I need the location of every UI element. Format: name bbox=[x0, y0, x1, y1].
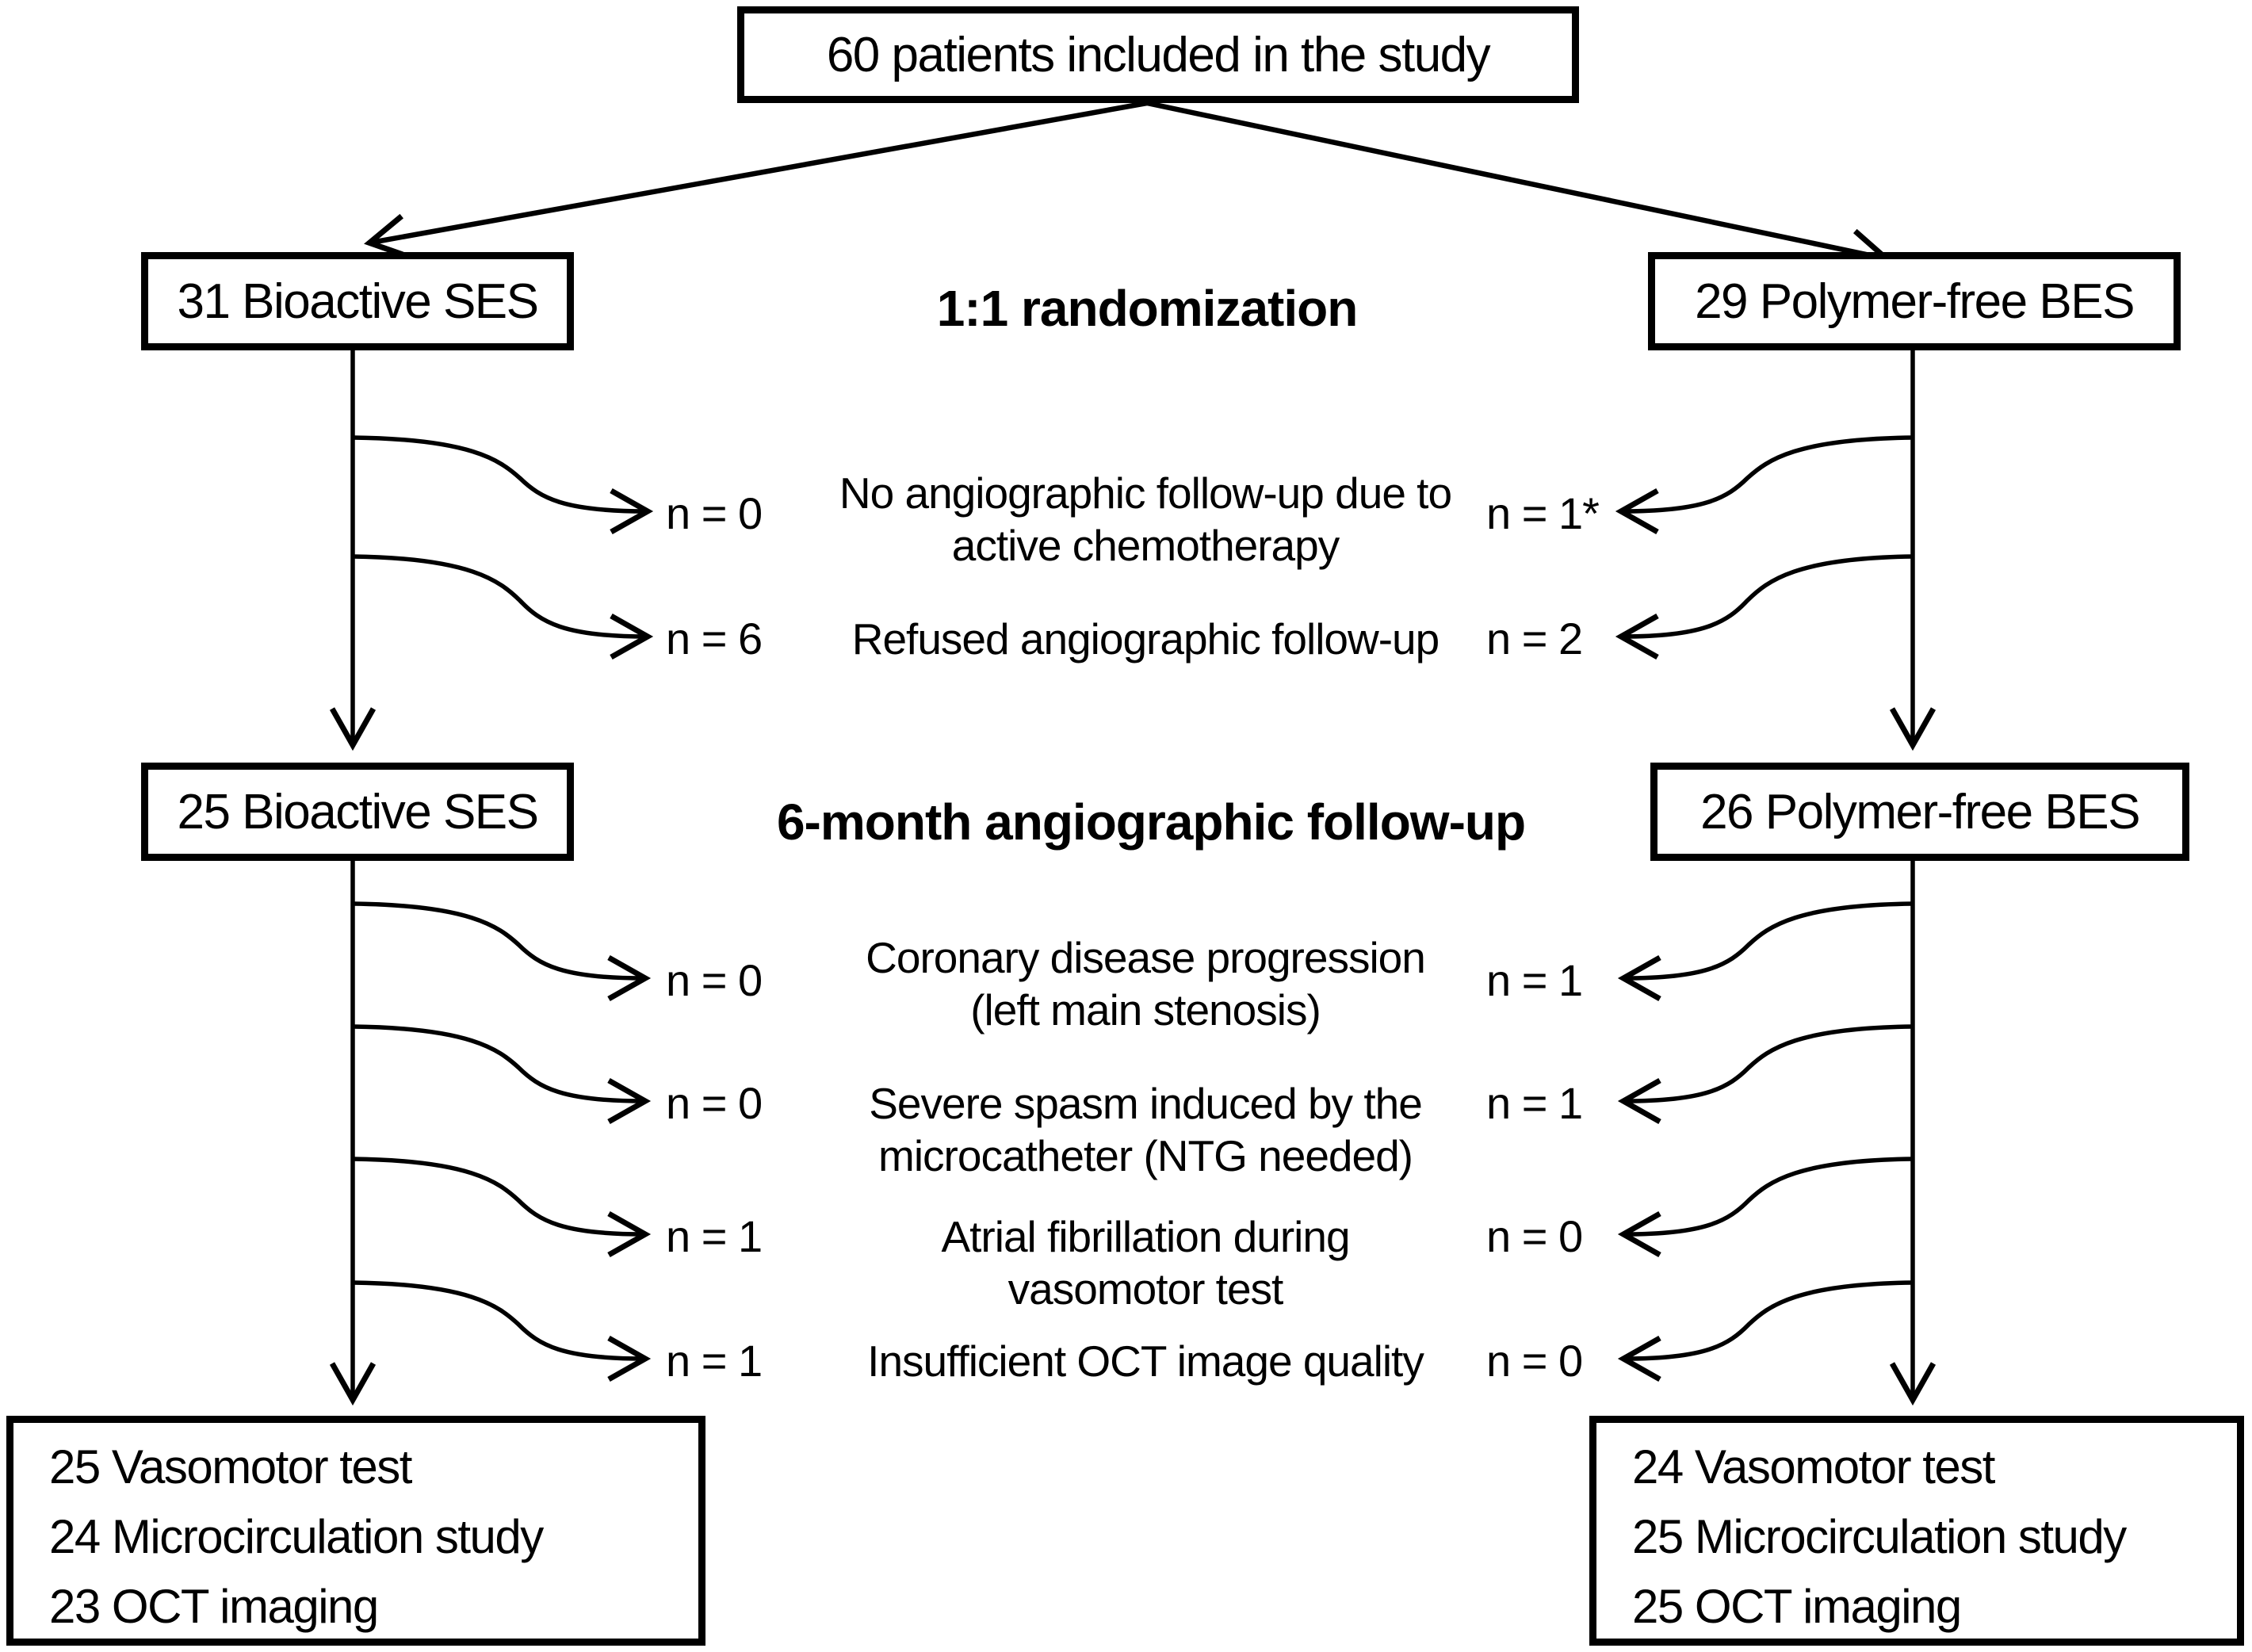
exclusion-reason-line: No angiographic follow-up due to bbox=[839, 468, 1452, 518]
bes-exclusion-count: n = 1 bbox=[1486, 955, 1583, 1005]
exclusion-reason-line: Coronary disease progression bbox=[866, 933, 1426, 982]
curve-ses-excl-5 bbox=[352, 1157, 652, 1258]
ses-exclusion-count: n = 0 bbox=[666, 955, 763, 1005]
exclusion-reason-line: Insufficient OCT image quality bbox=[867, 1337, 1424, 1386]
bes-exclusion-count: n = 0 bbox=[1486, 1336, 1583, 1386]
final-line: 24 Microcirculation study bbox=[49, 1510, 544, 1563]
curve-ses-excl-6 bbox=[352, 1280, 652, 1382]
bes-exclusion-count: n = 1 bbox=[1486, 1078, 1583, 1128]
exclusion-reason: No angiographic follow-up due to active … bbox=[789, 467, 1502, 572]
exclusion-reason-line: Refused angiographic follow-up bbox=[851, 614, 1440, 663]
bes-exclusion-count: n = 2 bbox=[1486, 614, 1583, 663]
arrow-top-to-bes bbox=[1146, 100, 1892, 274]
ses-exclusion-count: n = 1 bbox=[666, 1336, 763, 1386]
curve-bes-excl-3 bbox=[1617, 901, 1914, 1002]
ses-followup-box: 25 Bioactive SES bbox=[141, 763, 574, 861]
ses-exclusion-count: n = 0 bbox=[666, 1078, 763, 1128]
ses-arm-box: 31 Bioactive SES bbox=[141, 252, 574, 350]
curve-bes-excl-4 bbox=[1617, 1024, 1914, 1125]
curve-ses-excl-3 bbox=[352, 901, 652, 1002]
final-line: 25 OCT imaging bbox=[1632, 1580, 1962, 1633]
curve-ses-excl-2 bbox=[352, 554, 654, 660]
curve-bes-excl-6 bbox=[1617, 1280, 1914, 1382]
randomization-label: 1:1 randomization bbox=[936, 280, 1359, 337]
exclusion-reason-line: vasomotor test bbox=[1007, 1264, 1284, 1314]
bes-final-box: 24 Vasomotor test 25 Microcirculation st… bbox=[1589, 1416, 2244, 1646]
ses-final-box: 25 Vasomotor test 24 Microcirculation st… bbox=[6, 1416, 705, 1646]
final-line: 25 Vasomotor test bbox=[49, 1440, 412, 1493]
final-line: 23 OCT imaging bbox=[49, 1580, 379, 1633]
ses-exclusion-count: n = 0 bbox=[666, 488, 763, 538]
study-population-box: 60 patients included in the study bbox=[737, 6, 1579, 103]
bes-arm-box: 29 Polymer-free BES bbox=[1648, 252, 2181, 350]
exclusion-reason-line: Atrial fibrillation during bbox=[941, 1212, 1350, 1261]
final-line: 24 Vasomotor test bbox=[1632, 1440, 1995, 1493]
curve-bes-excl-1 bbox=[1615, 435, 1914, 535]
exclusion-reason: Coronary disease progression (left main … bbox=[789, 931, 1502, 1036]
exclusion-reason-line: active chemotherapy bbox=[951, 521, 1340, 570]
exclusion-reason: Refused angiographic follow-up bbox=[789, 613, 1502, 665]
ses-exclusion-count: n = 1 bbox=[666, 1211, 763, 1261]
followup-label: 6-month angiographic follow-up bbox=[776, 793, 1526, 851]
exclusion-reason-line: Severe spasm induced by the bbox=[869, 1079, 1423, 1128]
bes-followup-box: 26 Polymer-free BES bbox=[1650, 763, 2189, 861]
exclusion-reason-line: microcatheter (NTG needed) bbox=[878, 1131, 1413, 1180]
bes-exclusion-count: n = 1* bbox=[1486, 488, 1600, 538]
exclusion-reason: Severe spasm induced by the microcathete… bbox=[789, 1077, 1502, 1182]
final-line: 25 Microcirculation study bbox=[1632, 1510, 2127, 1563]
arrow-top-to-ses bbox=[364, 100, 1148, 260]
bes-exclusion-count: n = 0 bbox=[1486, 1211, 1583, 1261]
curve-ses-excl-1 bbox=[352, 435, 654, 535]
curve-bes-excl-2 bbox=[1615, 554, 1914, 660]
curve-ses-excl-4 bbox=[352, 1024, 652, 1125]
exclusion-reason-line: (left main stenosis) bbox=[970, 985, 1321, 1034]
ses-exclusion-count: n = 6 bbox=[666, 614, 763, 663]
exclusion-reason: Atrial fibrillation during vasomotor tes… bbox=[789, 1210, 1502, 1315]
exclusion-reason: Insufficient OCT image quality bbox=[789, 1335, 1502, 1387]
curve-bes-excl-5 bbox=[1617, 1157, 1914, 1258]
